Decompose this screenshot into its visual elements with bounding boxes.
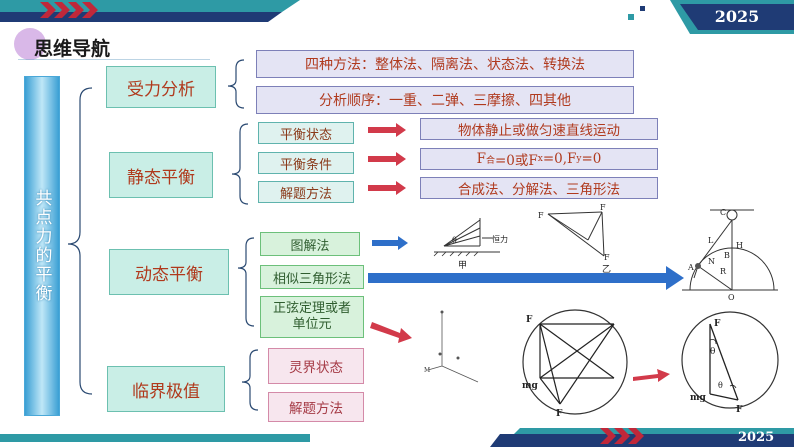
- blue-arrow-long: [368, 266, 684, 290]
- dynamic-item-similar-triangle: 相似三角形法: [260, 265, 364, 289]
- label-a: A: [687, 263, 694, 272]
- year-label: 2025: [714, 7, 760, 26]
- label-theta1: θ: [710, 347, 715, 357]
- label-f1-c2: F: [736, 405, 743, 415]
- formula-mid2: =0,F: [542, 151, 577, 167]
- label-b: B: [724, 251, 730, 260]
- diagram-axes: M: [424, 310, 479, 383]
- diagram-jia: 恒力 θ 甲: [433, 218, 508, 271]
- label-mg-c1: mg: [522, 381, 539, 391]
- static-item-method: 解题方法: [258, 181, 354, 203]
- root-node: 共点力的平衡: [24, 76, 60, 416]
- blue-arrow-short: [372, 236, 408, 250]
- diagram-yi: F F F 乙: [538, 204, 611, 274]
- footer-year-label: 2025: [738, 430, 775, 445]
- label-f1-c1: F: [556, 409, 563, 419]
- label-jia: 甲: [458, 260, 467, 271]
- critical-item-method: 解题方法: [268, 392, 364, 422]
- label-h: H: [736, 241, 743, 250]
- category-critical-extreme[interactable]: 临界极值: [107, 366, 225, 412]
- label-theta-jia: θ: [452, 236, 457, 245]
- diagram-circle-2: F θ θ mg F: [681, 311, 779, 415]
- formula-f: F: [476, 151, 486, 167]
- force-order-box: 分析顺序：一重、二弹、三摩擦、四其他: [256, 86, 634, 114]
- static-item-condition: 平衡条件: [258, 152, 354, 174]
- label-yi: 乙: [602, 264, 611, 274]
- label-f2-c2: F: [714, 319, 721, 329]
- header-decoration: [0, 0, 794, 60]
- static-result-state: 物体静止或做匀速直线运动: [420, 118, 658, 140]
- formula-end: =0: [581, 151, 602, 167]
- label-l: L: [708, 236, 714, 245]
- label-n: N: [708, 257, 715, 266]
- static-item-state: 平衡状态: [258, 122, 354, 144]
- label-r: R: [720, 267, 727, 276]
- diagram-circle-1: F mg F: [522, 309, 628, 419]
- formula-x: x: [537, 154, 543, 164]
- diagram-hemisphere: C L H A B R O N: [682, 208, 778, 302]
- category-force-analysis[interactable]: 受力分析: [106, 66, 216, 108]
- dynamic-item-sine: 正弦定理或者单位元: [260, 296, 364, 338]
- category-dynamic-equilibrium[interactable]: 动态平衡: [109, 249, 229, 295]
- label-hengli: 恒力: [492, 234, 508, 244]
- label-o: O: [728, 293, 735, 302]
- dynamic-item-graphic: 图解法: [260, 232, 360, 256]
- page-title: 思维导航: [34, 38, 111, 60]
- critical-item-state: 灵界状态: [268, 348, 364, 384]
- label-f1-yi: F: [604, 253, 610, 262]
- footer-decoration: [0, 428, 794, 447]
- formula-he: 合: [485, 155, 495, 166]
- label-theta2: θ: [718, 381, 723, 390]
- static-result-method: 合成法、分解法、三角形法: [420, 177, 658, 199]
- category-static-equilibrium[interactable]: 静态平衡: [109, 152, 213, 198]
- root-label: 共点力的平衡: [31, 189, 52, 303]
- label-f2-yi: F: [538, 211, 544, 220]
- label-c: C: [720, 208, 726, 217]
- label-f2-c1: F: [526, 315, 533, 325]
- formula-y: y: [576, 154, 582, 164]
- formula-mid1: =0或F: [494, 153, 538, 169]
- label-mg-c2: mg: [690, 393, 707, 403]
- force-methods-box: 四种方法：整体法、隔离法、状态法、转换法: [256, 50, 634, 78]
- label-m: M: [424, 367, 430, 374]
- label-f3-yi: F: [600, 204, 606, 212]
